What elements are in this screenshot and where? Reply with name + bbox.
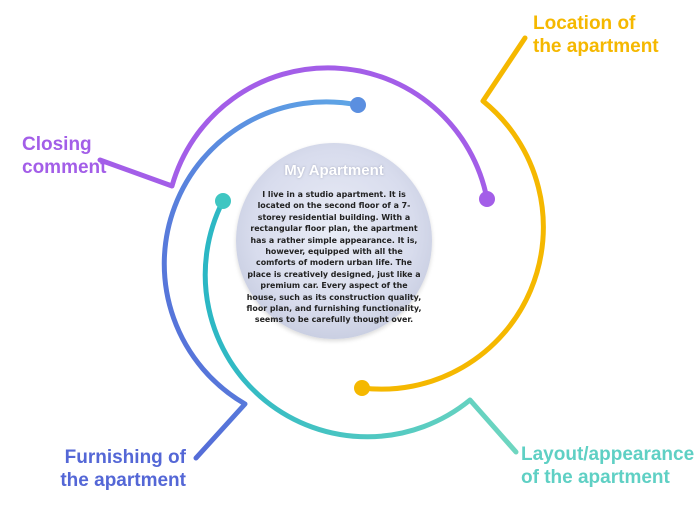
label-closing-line1: Closing xyxy=(22,134,92,155)
label-closing-line2: comment xyxy=(22,157,107,178)
center-title: My Apartment xyxy=(284,162,384,179)
marker-yellow xyxy=(354,380,370,396)
label-location-line1: Location of xyxy=(533,13,636,34)
label-location-line2: the apartment xyxy=(533,36,659,57)
label-furnishing-line2: the apartment xyxy=(60,470,186,491)
label-layout-line2: of the apartment xyxy=(521,467,670,488)
center-circle xyxy=(236,143,432,339)
label-furnishing-line1: Furnishing of xyxy=(64,447,186,468)
label-layout: Layout/appearance of the apartment xyxy=(521,443,694,489)
arc-blue xyxy=(161,99,361,461)
label-furnishing: Furnishing of the apartment xyxy=(58,446,186,492)
center-body-text: I live in a studio apartment. It is loca… xyxy=(246,190,422,325)
marker-purple xyxy=(479,191,495,207)
label-layout-line1: Layout/appearance xyxy=(521,444,695,465)
arc-purple xyxy=(97,65,490,202)
arc-yellow xyxy=(359,35,546,392)
marker-blue xyxy=(350,97,366,113)
marker-teal xyxy=(215,193,231,209)
label-location: Location of the apartment xyxy=(533,12,659,58)
label-closing: Closing comment xyxy=(22,133,106,179)
arc-teal xyxy=(202,198,519,455)
